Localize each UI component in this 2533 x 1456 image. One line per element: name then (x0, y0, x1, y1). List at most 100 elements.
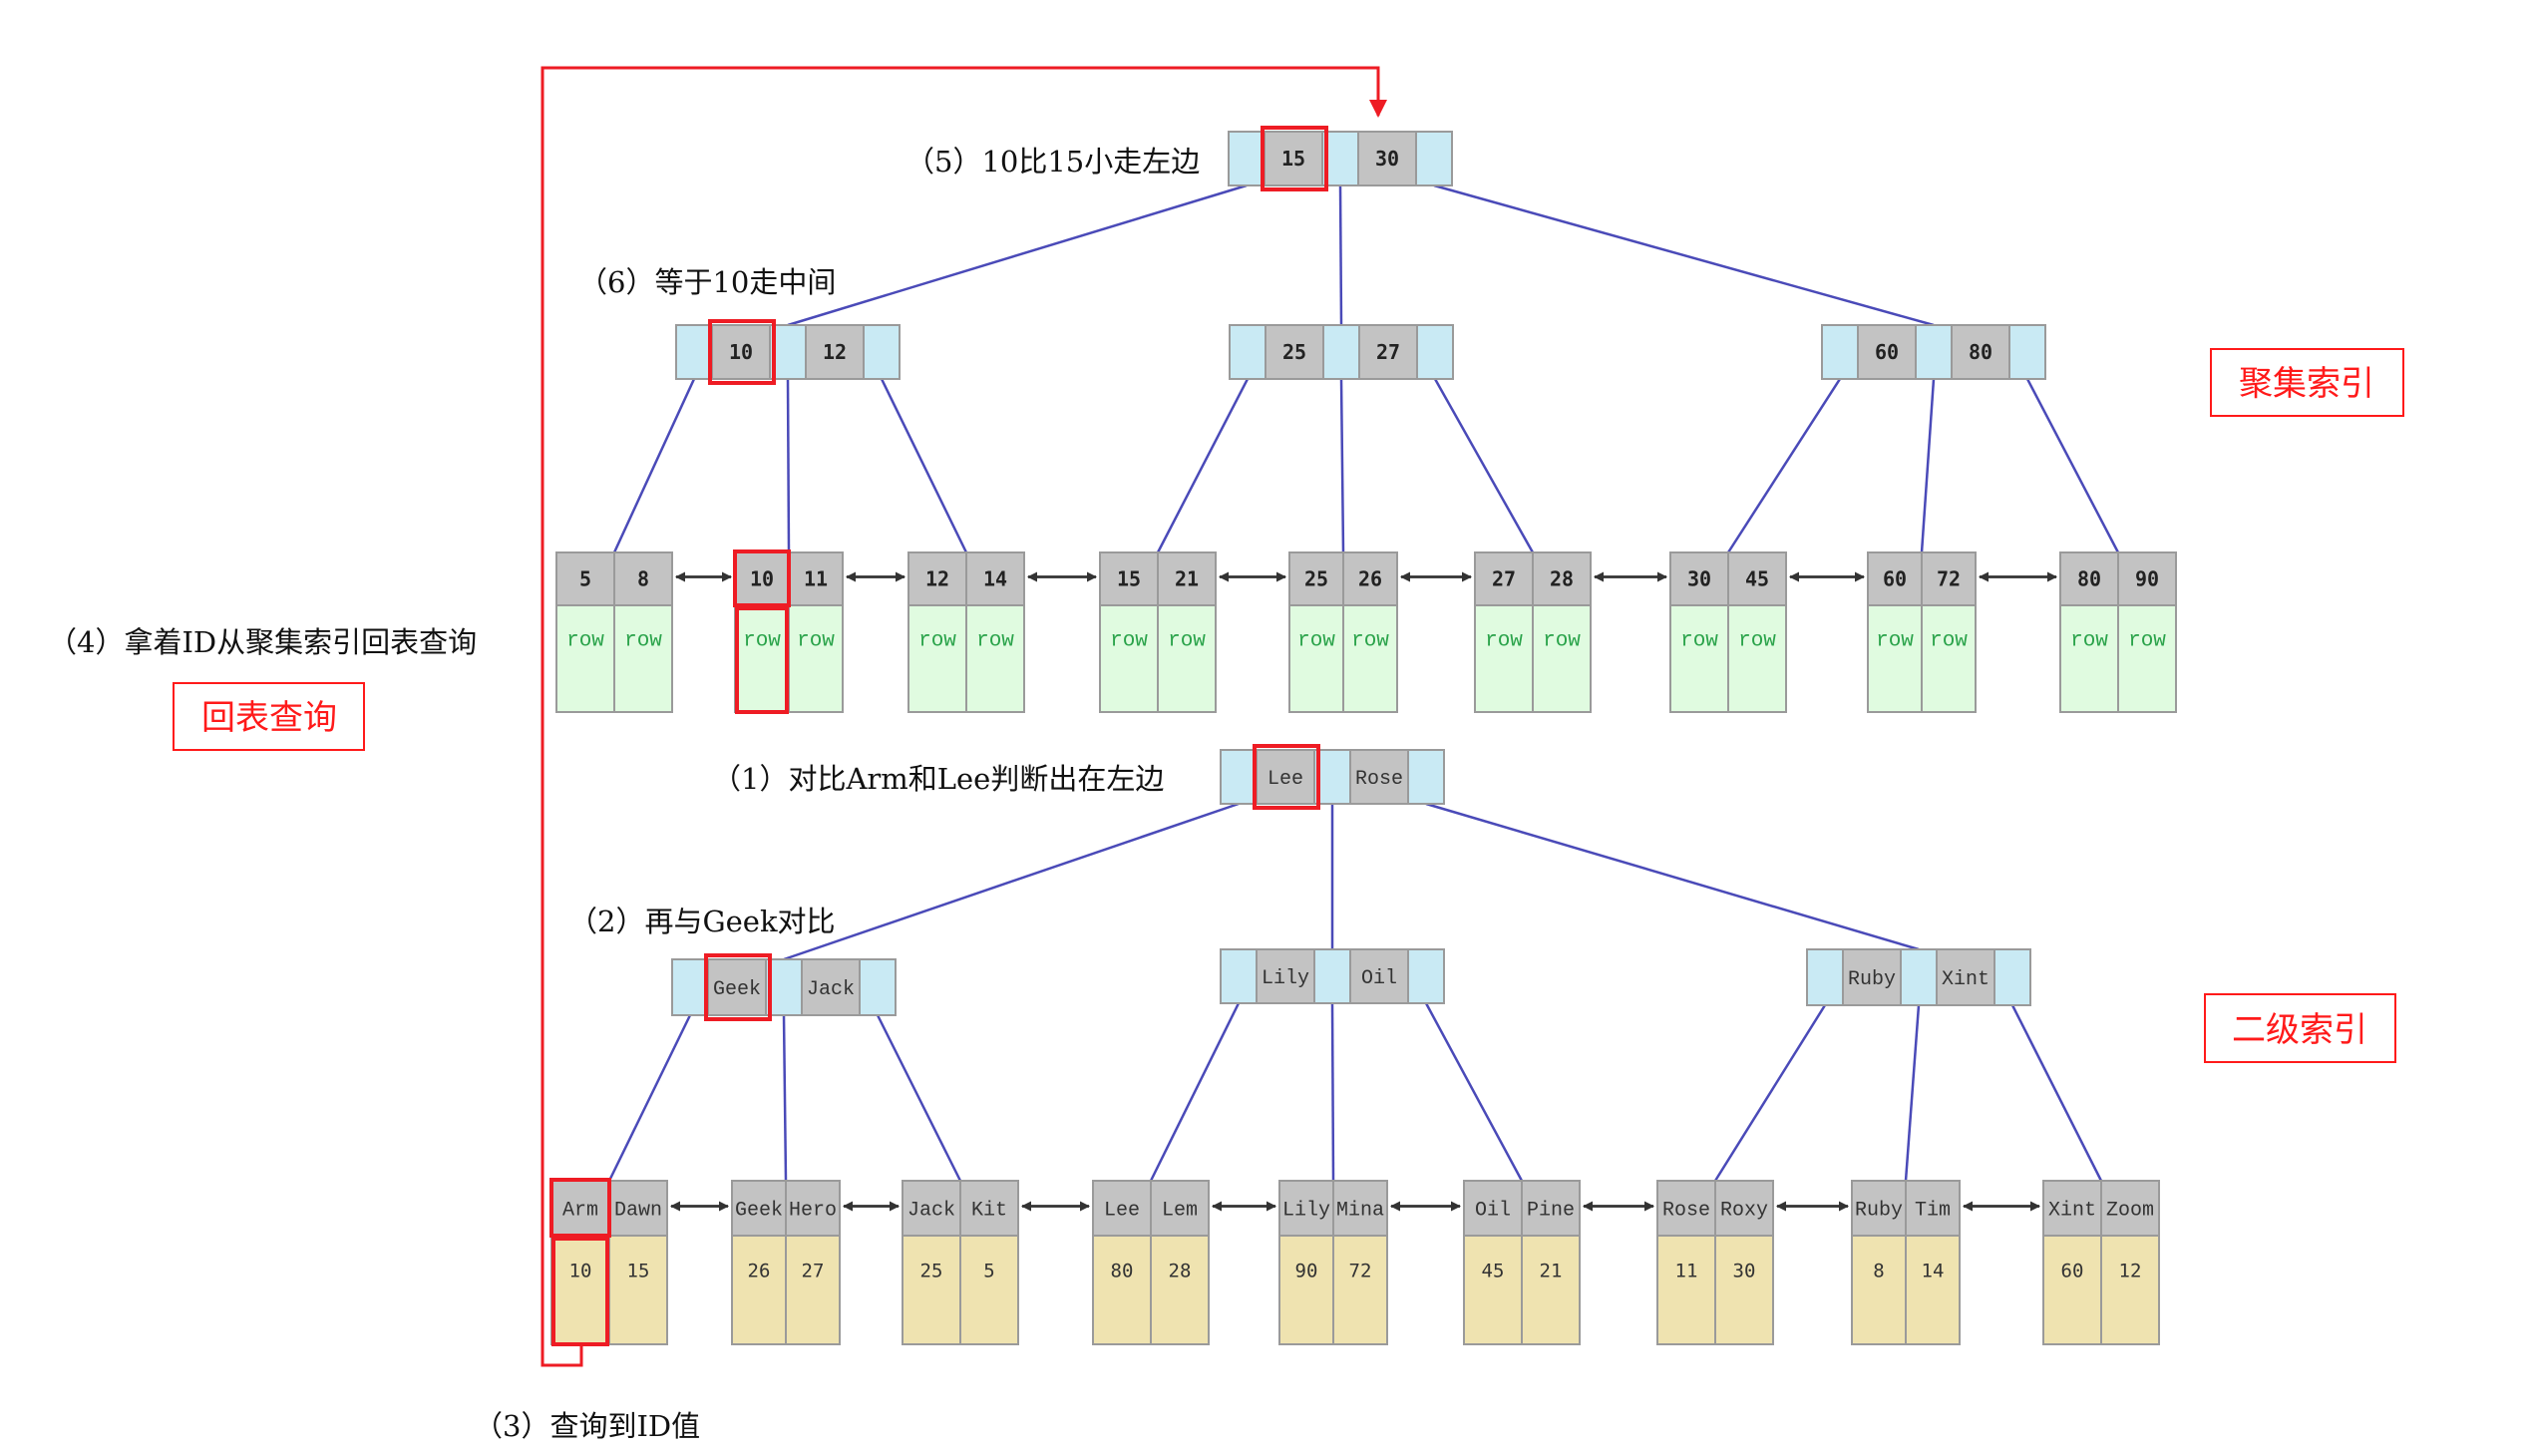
secondary-internal-key-cell (801, 958, 861, 1016)
clustered-leaf-value-cell (1474, 604, 1534, 713)
clustered-leaf-key-cell (965, 551, 1025, 606)
secondary-leaf-key: Zoom (2106, 1200, 2154, 1223)
clustered-leaf-value-cell (1099, 604, 1159, 713)
secondary-leaf-key-cell (1332, 1180, 1388, 1237)
secondary-index-tag: 二级索引 (2204, 993, 2396, 1063)
clustered-index-tag-text: 聚集索引 (2239, 364, 2374, 404)
secondary-leaf-value: 14 (1922, 1260, 1945, 1281)
secondary-internal-pointer-cell (1220, 948, 1258, 1004)
secondary-leaf-value-cell (1092, 1235, 1152, 1345)
secondary-internal-pointer-cell (859, 958, 897, 1016)
secondary-leaf-key: Arm (562, 1200, 598, 1223)
clustered-leaf-key-cell (1867, 551, 1923, 606)
secondary-leaf-value-cell (550, 1235, 610, 1345)
secondary-leaf-value: 80 (1111, 1260, 1134, 1281)
clustered-leaf-key: 10 (750, 567, 774, 591)
clustered-leaf-value: row (1110, 630, 1148, 653)
clustered-internal-pointer-cell (1416, 324, 1454, 380)
clustered-internal-key: 10 (729, 340, 753, 364)
secondary-leaf-value-cell (731, 1235, 787, 1345)
secondary-leaf-value: 30 (1733, 1260, 1756, 1281)
clustered-leaf-value: row (2128, 630, 2166, 653)
clustered-leaf-key-highlight (733, 549, 791, 607)
clustered-leaf-key: 11 (804, 567, 828, 591)
clustered-leaf-value-cell (1921, 604, 1977, 713)
clustered-leaf-value-cell (2117, 604, 2177, 713)
secondary-index-tag-text: 二级索引 (2232, 1010, 2367, 1050)
secondary-leaf-key-cell (785, 1180, 841, 1237)
clustered-leaf-key: 90 (2135, 567, 2159, 591)
clustered-root-pointer-cell (1228, 131, 1266, 186)
secondary-leaf-key-cell (1851, 1180, 1907, 1237)
secondary-internal-pointer-cell (671, 958, 709, 1016)
clustered-leaf-value-cell (1342, 604, 1398, 713)
clustered-leaf-value-cell (1157, 604, 1217, 713)
secondary-leaf-value: 45 (1482, 1260, 1505, 1281)
clustered-leaf-value: row (1680, 630, 1718, 653)
secondary-leaf-value: 11 (1675, 1260, 1698, 1281)
clustered-leaf-value-cell (1727, 604, 1787, 713)
clustered-leaf-key: 5 (579, 567, 591, 591)
secondary-leaf-key-cell (1656, 1180, 1716, 1237)
clustered-leaf-value: row (797, 630, 835, 653)
secondary-internal-highlight (704, 953, 772, 1021)
secondary-leaf-value-cell (1463, 1235, 1523, 1345)
secondary-root-key: Lee (1267, 768, 1303, 791)
secondary-internal-key: Xint (1942, 968, 1990, 991)
secondary-internal-key: Lily (1262, 967, 1309, 990)
secondary-root-key: Rose (1355, 768, 1403, 791)
secondary-leaf-value-cell (1905, 1235, 1961, 1345)
clustered-internal-pointer-cell (1915, 324, 1953, 380)
clustered-internal-key: 25 (1282, 340, 1306, 364)
secondary-edge (1713, 1004, 1827, 1182)
secondary-leaf-key-cell (959, 1180, 1019, 1237)
secondary-edge (876, 1014, 962, 1182)
clustered-leaf-value-cell (1532, 604, 1592, 713)
secondary-edge (1425, 802, 1920, 951)
clustered-internal-key-cell (711, 324, 771, 380)
clustered-leaf-value: row (1543, 630, 1581, 653)
secondary-leaf-value-cell (1521, 1235, 1581, 1345)
secondary-internal-key: Jack (807, 978, 855, 1001)
secondary-leaf-value: 5 (983, 1260, 994, 1281)
clustered-internal-pointer-cell (675, 324, 713, 380)
clustered-leaf-key: 26 (1358, 567, 1382, 591)
clustered-leaf-value: row (1485, 630, 1523, 653)
clustered-leaf-value: row (1351, 630, 1389, 653)
clustered-leaf-key: 72 (1937, 567, 1961, 591)
secondary-internal-key-cell (1842, 948, 1902, 1006)
tree-edges (607, 183, 2120, 1182)
secondary-edge (782, 1014, 788, 1182)
clustered-internal-key-cell (1265, 324, 1324, 380)
clustered-leaf-key: 30 (1687, 567, 1711, 591)
secondary-leaf-value-cell (959, 1235, 1019, 1345)
secondary-leaf-value-cell (1278, 1235, 1334, 1345)
step-5-label: （5）10比15小走左边 (905, 145, 1200, 179)
secondary-internal-key-cell (1936, 948, 1995, 1006)
clustered-leaf-value: row (1738, 630, 1776, 653)
clustered-root-key: 30 (1375, 147, 1399, 171)
clustered-leaf-key-cell (788, 551, 844, 606)
secondary-edge (1904, 1004, 1921, 1182)
lookup-tag: 回表查询 (173, 682, 365, 751)
clustered-edge (1433, 378, 1535, 553)
secondary-leaf-key: Geek (735, 1200, 783, 1223)
clustered-leaf-key-cell (1099, 551, 1159, 606)
clustered-leaf-value: row (743, 630, 781, 653)
clustered-root-pointer-cell (1415, 131, 1453, 186)
secondary-internal-key: Oil (1361, 967, 1397, 990)
secondary-root-node: Lee Rose (1220, 749, 1445, 805)
secondary-leaf-key: Rose (1662, 1200, 1710, 1223)
clustered-internal-key: 60 (1875, 340, 1899, 364)
secondary-leaf-key: Oil (1475, 1200, 1511, 1223)
clustered-leaf-key: 60 (1883, 567, 1907, 591)
